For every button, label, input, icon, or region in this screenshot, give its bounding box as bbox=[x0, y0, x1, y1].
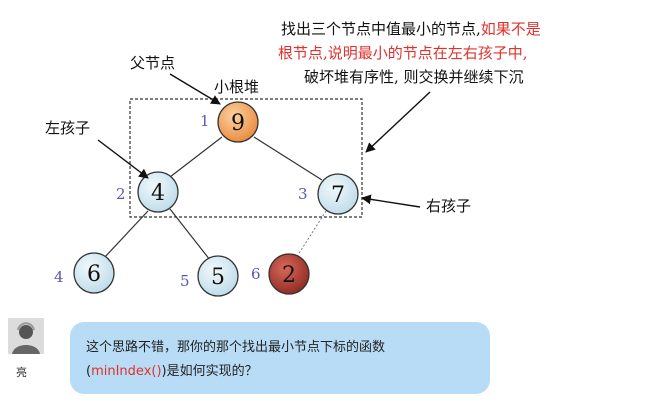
arrow-annotation bbox=[365, 91, 431, 153]
node-2: 4 bbox=[137, 171, 179, 213]
edge-2-5 bbox=[169, 208, 211, 261]
node-6: 2 bbox=[268, 253, 310, 295]
label-left-child: 左孩子 bbox=[45, 119, 90, 137]
user-avatar[interactable] bbox=[8, 318, 44, 354]
annotation-black: 说明最小的节点在左右孩子中, bbox=[328, 44, 528, 62]
node-index-label: 1 bbox=[200, 112, 210, 130]
node-value: 7 bbox=[331, 183, 345, 208]
edge-2-4 bbox=[103, 210, 149, 259]
label-min-heap: 小根堆 bbox=[214, 78, 259, 96]
label-right-child: 右孩子 bbox=[426, 197, 471, 215]
node-1: 9 bbox=[217, 101, 259, 143]
annotation-line-3: 破坏堆有序性, 则交换并继续下沉 bbox=[304, 68, 524, 86]
annotation-red: 根节点, bbox=[278, 44, 328, 62]
node-circle bbox=[197, 255, 239, 297]
node-index-label: 3 bbox=[298, 185, 308, 203]
annotation-red: 如果不是 bbox=[481, 20, 541, 38]
comment-line-2-rest: )是如何实现的？ bbox=[161, 364, 258, 379]
min-heap-box bbox=[129, 98, 363, 218]
node-3: 7 bbox=[317, 173, 359, 215]
comment-line-1: 这个思路不错，那你的那个找出最小节点下标的函数 bbox=[86, 340, 386, 355]
node-circle bbox=[217, 101, 259, 143]
node-value: 5 bbox=[211, 265, 225, 290]
edge-3-6 bbox=[295, 210, 327, 259]
annotation-line-1: 找出三个节点中值最小的节点,如果不是 bbox=[281, 20, 541, 38]
code-reference: minIndex() bbox=[91, 364, 162, 379]
heap-diagram: 9 4 7 6 5 2 1 2 3 4 5 6 父节点 小根堆 左孩子 右孩子 … bbox=[45, 20, 541, 297]
node-5: 5 bbox=[197, 255, 239, 297]
node-index-label: 4 bbox=[54, 268, 64, 286]
node-circle bbox=[73, 252, 115, 294]
node-value: 2 bbox=[282, 263, 296, 288]
node-index-label: 2 bbox=[116, 185, 126, 203]
user-name: 亮 bbox=[16, 366, 27, 379]
label-parent: 父节点 bbox=[130, 54, 175, 72]
node-index-label: 5 bbox=[180, 272, 190, 290]
annotation-black: 找出三个节点中值最小的节点, bbox=[281, 20, 481, 38]
node-value: 4 bbox=[151, 181, 165, 206]
node-circle bbox=[317, 173, 359, 215]
paren-open: ( bbox=[86, 364, 92, 379]
arrow-right-child bbox=[361, 194, 421, 208]
comment-bubble: 这个思路不错，那你的那个找出最小节点下标的函数 (minIndex())是如何实… bbox=[70, 322, 490, 394]
arrow-parent bbox=[169, 73, 221, 105]
node-circle bbox=[137, 171, 179, 213]
arrow-left-child bbox=[97, 139, 149, 179]
edge-1-3 bbox=[253, 136, 323, 181]
node-index-label: 6 bbox=[251, 265, 261, 283]
comment-line-2: (minIndex())是如何实现的？ bbox=[86, 360, 474, 384]
node-value: 6 bbox=[87, 262, 101, 287]
node-value: 9 bbox=[231, 111, 245, 136]
node-circle bbox=[268, 253, 310, 295]
annotation-line-2: 根节点,说明最小的节点在左右孩子中, bbox=[278, 44, 528, 62]
node-4: 6 bbox=[73, 252, 115, 294]
edge-1-2 bbox=[169, 136, 223, 178]
avatar-icon bbox=[8, 318, 44, 354]
